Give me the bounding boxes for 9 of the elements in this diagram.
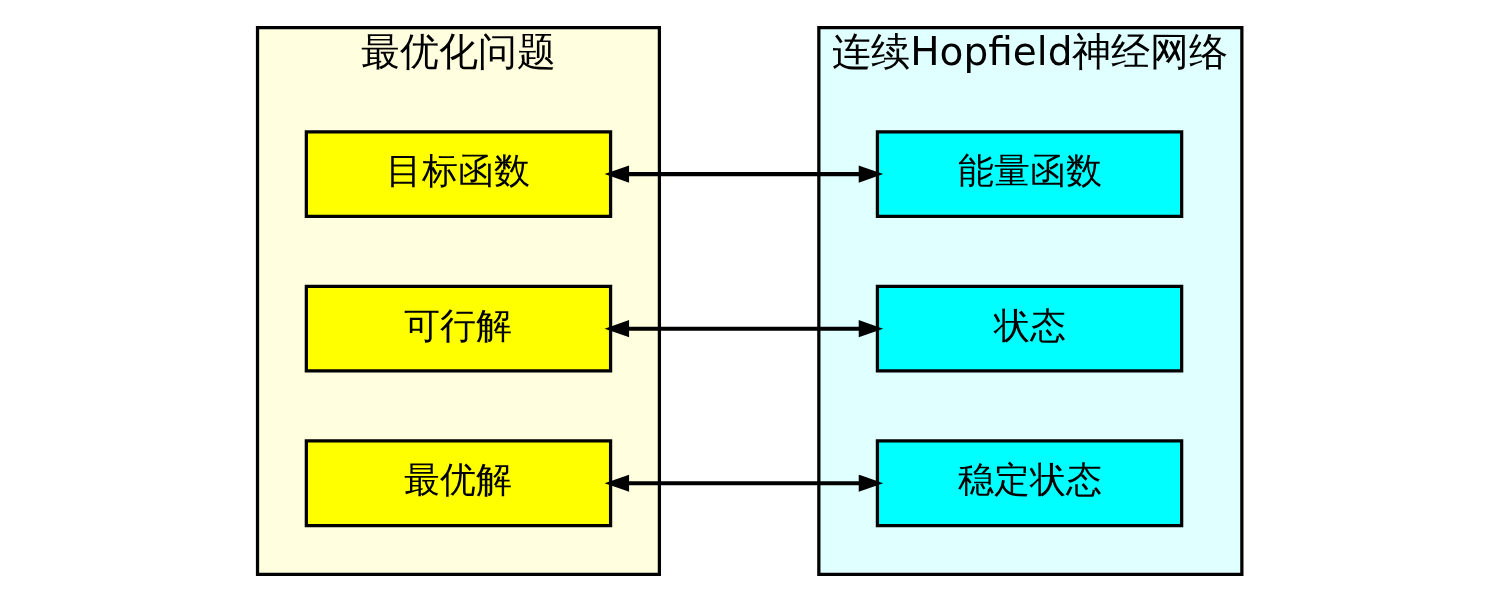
arrow — [604, 474, 884, 492]
node-box: 状态 — [875, 284, 1184, 373]
node-box: 稳定状态 — [875, 439, 1184, 528]
node-box: 能量函数 — [875, 130, 1184, 219]
node-box: 可行解 — [304, 284, 613, 373]
node-box: 目标函数 — [304, 130, 613, 219]
arrow — [604, 165, 884, 183]
arrow — [604, 320, 884, 338]
node-box: 最优解 — [304, 439, 613, 528]
